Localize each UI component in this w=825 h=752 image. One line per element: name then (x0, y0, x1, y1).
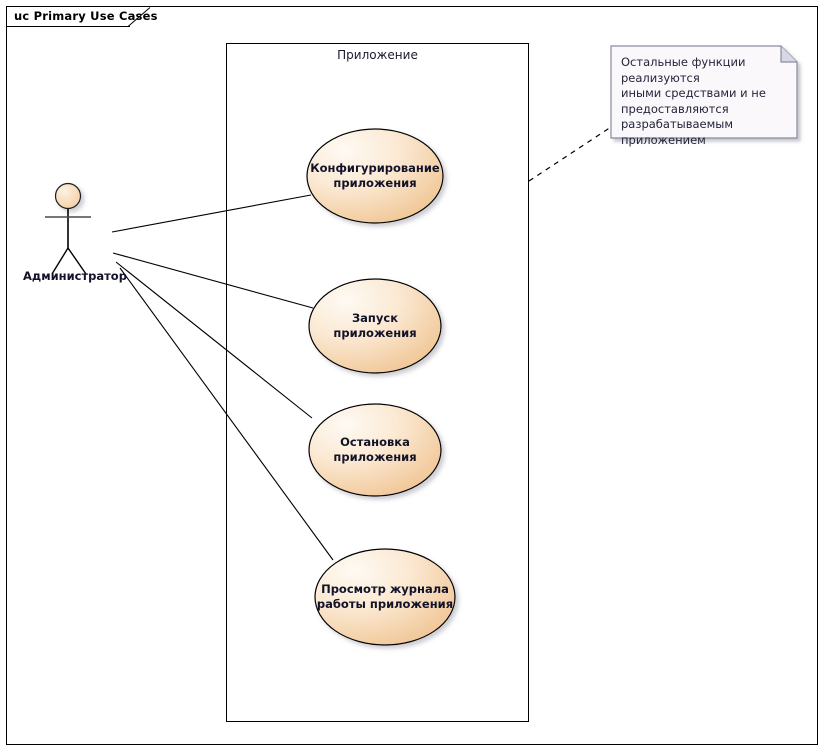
note-line-1: Остальные функции реализуются (621, 55, 746, 85)
note-line-3: предоставляются (621, 101, 729, 116)
usecase-view-log-label: Просмотр журнала работы приложения (315, 549, 455, 645)
diagram-title: uc Primary Use Cases (14, 9, 158, 23)
usecase-stop-line-2: приложения (333, 450, 417, 464)
frame-tab-diagonal-icon (128, 7, 151, 27)
usecase-view-log-line-1: Просмотр журнала (321, 582, 449, 596)
diagram-frame-tab (7, 7, 155, 27)
usecase-configure-label-box[interactable]: Конфигурирование приложения (307, 129, 443, 223)
usecase-view-log-label-box[interactable]: Просмотр журнала работы приложения (315, 549, 455, 645)
usecase-start-label: Запуск приложения (309, 279, 441, 373)
usecase-start-line-1: Запуск приложения (333, 311, 417, 340)
usecase-start-label-box[interactable]: Запуск приложения (309, 279, 441, 373)
frame-tab-underline (7, 26, 130, 27)
usecase-configure-label: Конфигурирование приложения (307, 129, 443, 223)
usecase-configure-line-1: Конфигурирование (310, 161, 440, 175)
system-boundary-label: Приложение (337, 48, 418, 62)
note-box[interactable]: Остальные функции реализуются иными сред… (611, 46, 797, 147)
usecase-stop-line-1: Остановка (340, 435, 410, 449)
usecase-stop-label: Остановка приложения (309, 404, 441, 496)
note-line-2: иными средствами и не (621, 86, 766, 100)
usecase-stop-label-box[interactable]: Остановка приложения (309, 404, 441, 496)
usecase-configure-line-2: приложения (333, 176, 417, 190)
note-line-4: разрабатываемым приложением (621, 117, 734, 147)
note-text: Остальные функции реализуются иными сред… (621, 55, 793, 148)
usecase-view-log-line-2: работы приложения (316, 597, 454, 611)
actor-label: Администратор (23, 269, 127, 283)
